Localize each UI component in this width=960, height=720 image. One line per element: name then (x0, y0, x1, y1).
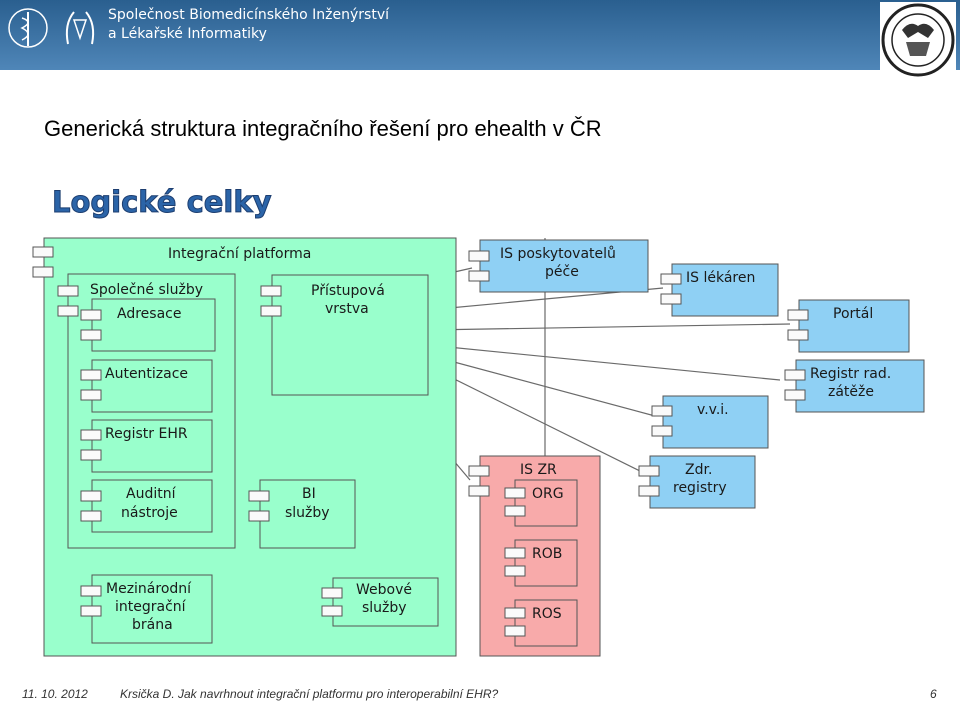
common-services-label: Společné služby (90, 282, 203, 298)
caduceus-logo (8, 8, 48, 48)
radiation-registry-label-2: zátěže (828, 384, 874, 400)
authentication-service-label: Autentizace (105, 366, 188, 382)
radiation-registry[interactable]: Registr rad. zátěže (784, 359, 925, 413)
access-layer[interactable]: Přístupová vrstva (260, 274, 429, 396)
organization-name-line1: Společnost Biomedicínského Inženýrství (108, 7, 389, 23)
bi-services-label-2: služby (285, 505, 330, 521)
header-banner: Společnost Biomedicínského Inženýrství a… (0, 0, 960, 78)
connector-portal (427, 323, 791, 331)
portal[interactable]: Portál (787, 299, 910, 353)
ros-registry-label: ROS (532, 606, 562, 622)
provider-is[interactable]: IS poskytovatelů péče (468, 239, 649, 293)
international-gateway-label-3: brána (132, 617, 173, 633)
pharmacy-is-label: IS lékáren (686, 270, 755, 286)
footer-caption: Krsička D. Jak navrhnout integrační plat… (120, 687, 499, 701)
international-gateway-label-2: integrační (115, 599, 187, 615)
university-seal (880, 2, 956, 78)
provider-is-label-1: IS poskytovatelů (500, 246, 616, 262)
vvi-label: v.v.i. (697, 402, 729, 418)
is-zr-label: IS ZR (520, 462, 557, 478)
audit-tools-label-2: nástroje (121, 505, 178, 521)
provider-is-label-2: péče (545, 264, 579, 280)
integration-platform-label: Integrační platforma (168, 246, 311, 262)
ehr-registry-label: Registr EHR (105, 426, 188, 442)
international-gateway-label-1: Mezinárodní (106, 581, 192, 597)
health-registries-label-1: Zdr. (685, 462, 712, 478)
health-registries-label-2: registry (673, 480, 727, 496)
address-service-label: Adresace (117, 306, 181, 322)
footer-date: 11. 10. 2012 (22, 687, 88, 701)
portal-label: Portál (833, 306, 873, 322)
rob-registry-label: ROB (532, 546, 562, 562)
connector-vvi (427, 354, 656, 417)
organization-name: Společnost Biomedicínského Inženýrství a… (108, 6, 389, 44)
authentication-service[interactable]: Autentizace (80, 359, 213, 413)
international-gateway[interactable]: Mezinárodní integrační brána (80, 574, 213, 644)
ehr-registry[interactable]: Registr EHR (80, 419, 213, 473)
access-layer-label-2: vrstva (325, 301, 369, 317)
organization-name-line2: a Lékařské Informatiky (108, 26, 267, 42)
web-services[interactable]: Webové služby (321, 577, 439, 627)
org-registry-label: ORG (532, 486, 564, 502)
ros-registry[interactable]: ROS (504, 599, 578, 647)
health-registries[interactable]: Zdr. registry (638, 455, 756, 509)
slide-title: Generická struktura integračního řešení … (44, 116, 602, 141)
bi-services-label-1: BI (302, 486, 316, 502)
rob-registry[interactable]: ROB (504, 539, 578, 587)
society-logo (65, 11, 95, 45)
address-service[interactable]: Adresace (80, 298, 216, 352)
connector-health-registry (427, 365, 643, 473)
bi-services[interactable]: BI služby (248, 479, 356, 549)
org-registry[interactable]: ORG (504, 479, 578, 527)
access-layer-label-1: Přístupová (311, 283, 385, 299)
web-services-label-2: služby (362, 600, 407, 616)
web-services-label-1: Webové (356, 582, 412, 598)
audit-tools[interactable]: Auditní nástroje (80, 479, 213, 533)
audit-tools-label-1: Auditní (126, 486, 177, 502)
page-number: 6 (930, 687, 937, 701)
vvi[interactable]: v.v.i. (651, 395, 769, 449)
pharmacy-is[interactable]: IS lékáren (660, 263, 779, 317)
slide-subtitle: Logické celky (52, 185, 273, 220)
connector-radiation (427, 344, 781, 381)
radiation-registry-label-1: Registr rad. (810, 366, 891, 382)
